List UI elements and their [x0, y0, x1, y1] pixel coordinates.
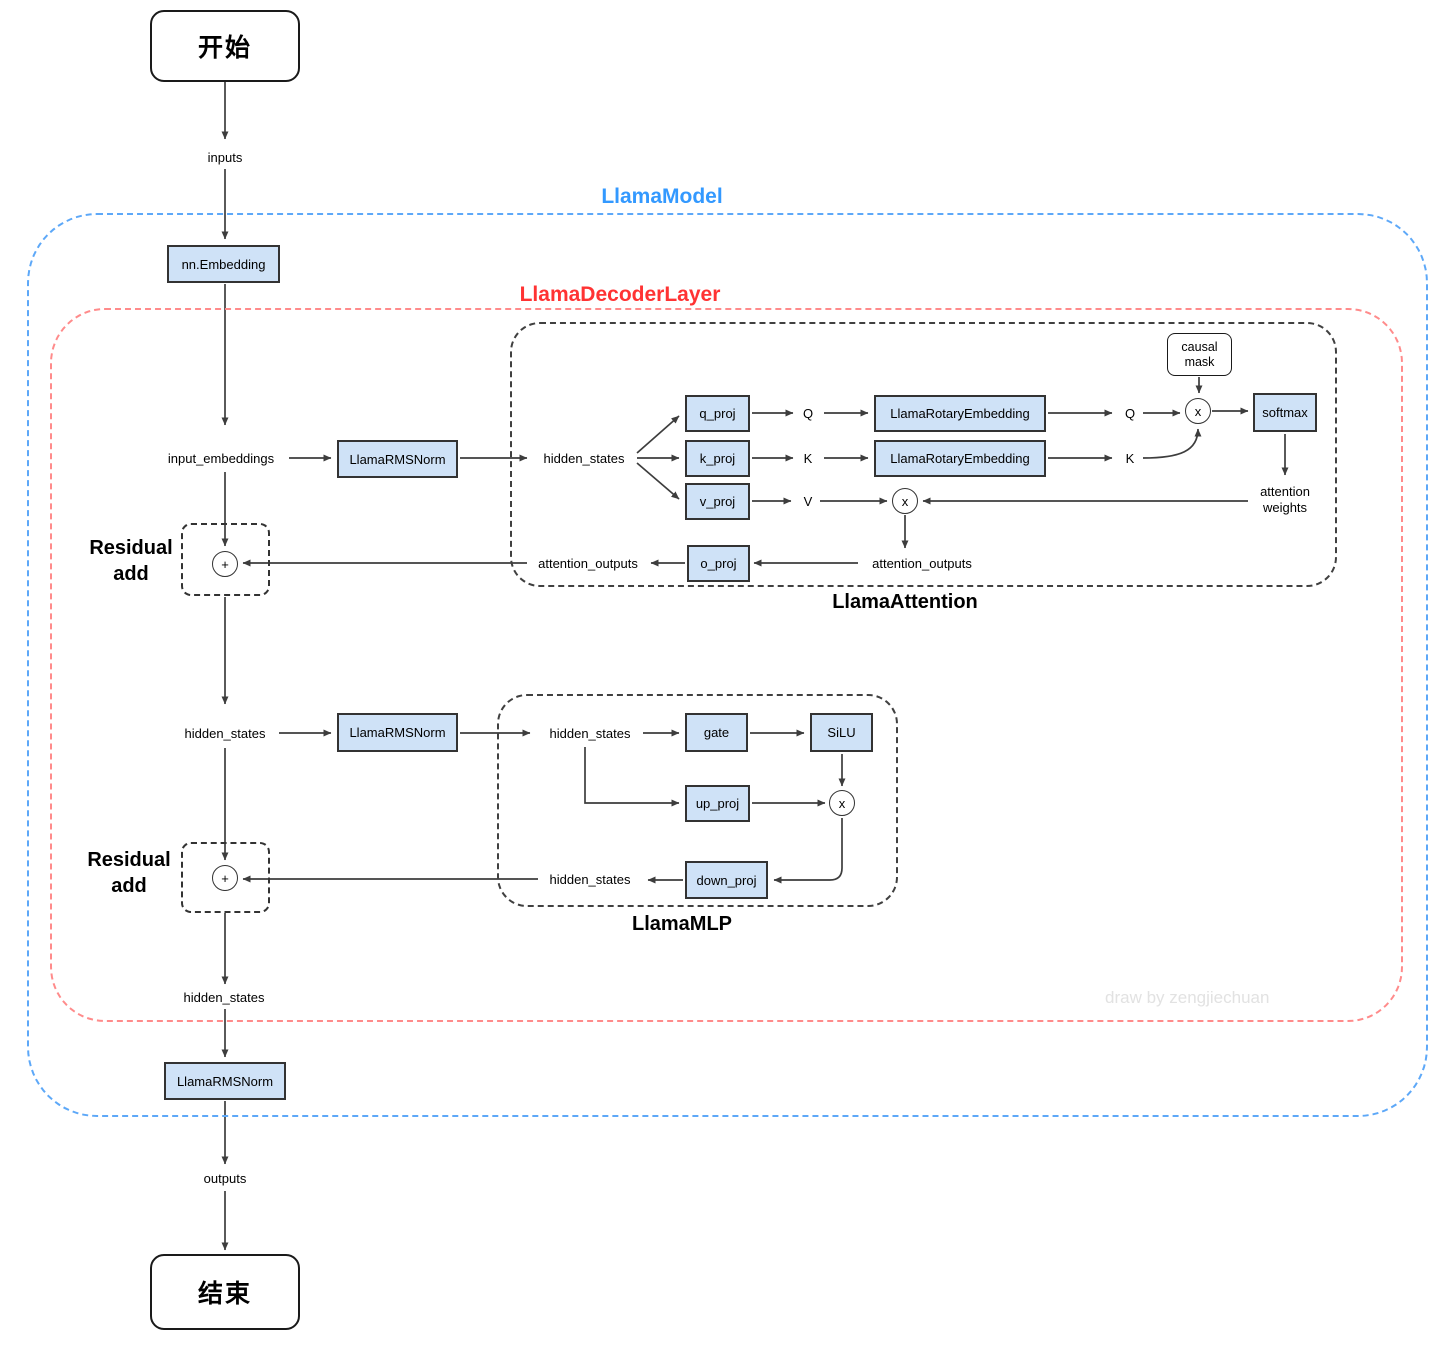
llama-attention-label: LlamaAttention: [832, 591, 978, 613]
hidden-states-label-mid: hidden_states: [184, 726, 266, 741]
llama-mlp-container: [497, 694, 898, 907]
arrow-timesmlp-downproj: [773, 818, 843, 884]
input-embeddings-label: input_embeddings: [167, 451, 275, 466]
outputs-label: outputs: [203, 1171, 247, 1186]
attention-outputs-label-left: attention_outputs: [538, 556, 638, 571]
hidden-states-label-mlp-in: hidden_states: [549, 726, 631, 741]
down-proj-module: down_proj: [685, 861, 768, 899]
gate-module: gate: [685, 713, 748, 752]
v-proj-module: v_proj: [685, 483, 750, 520]
plus-operator-residual-1: +: [212, 551, 238, 577]
q-proj-module: q_proj: [685, 395, 750, 432]
llama-mlp-label: LlamaMLP: [631, 913, 733, 935]
hidden-states-label-mlp-out: hidden_states: [549, 872, 631, 887]
causal-mask-node: causal mask: [1167, 333, 1232, 376]
llama-model-label: LlamaModel: [601, 185, 723, 208]
times-operator-qk: x: [1185, 398, 1211, 424]
k-label: K: [803, 451, 813, 466]
llama-decoder-layer-label: LlamaDecoderLayer: [519, 283, 721, 306]
q-label: Q: [802, 406, 814, 421]
residual-add-label-2: Residual add: [87, 849, 171, 897]
rmsnorm-module-mlp: LlamaRMSNorm: [337, 713, 458, 752]
up-proj-module: up_proj: [685, 785, 750, 822]
hidden-states-label-final: hidden_states: [183, 990, 265, 1005]
end-node: 结束: [150, 1254, 300, 1330]
softmax-module: softmax: [1253, 393, 1317, 432]
arrow-branch-upproj: [584, 747, 680, 807]
attention-weights-label: attention weights: [1260, 484, 1310, 515]
plus-operator-residual-2: +: [212, 865, 238, 891]
k-label-rotated: K: [1125, 451, 1135, 466]
llama-attention-container: [510, 322, 1337, 587]
times-operator-v: x: [892, 488, 918, 514]
hidden-states-label-attention-in: hidden_states: [543, 451, 625, 466]
start-node: 开始: [150, 10, 300, 82]
watermark-text: draw by zengjiechuan: [1105, 988, 1270, 1007]
rotary-embedding-q-module: LlamaRotaryEmbedding: [874, 395, 1046, 432]
arrow-k2-times: [1142, 428, 1202, 459]
llama-model-container: [27, 213, 1428, 1117]
rotary-embedding-k-module: LlamaRotaryEmbedding: [874, 440, 1046, 477]
v-label: V: [803, 494, 813, 509]
arrow-hiddenstates-qproj: [636, 415, 680, 454]
o-proj-module: o_proj: [687, 545, 750, 582]
arrow-hiddenstates-vproj: [636, 462, 680, 500]
rmsnorm-module-final: LlamaRMSNorm: [164, 1062, 286, 1100]
k-proj-module: k_proj: [685, 440, 750, 477]
residual-add-box-2: [181, 842, 270, 913]
times-operator-mlp: x: [829, 790, 855, 816]
attention-outputs-label-right: attention_outputs: [872, 556, 972, 571]
inputs-label: inputs: [207, 150, 243, 165]
q-label-rotated: Q: [1124, 406, 1136, 421]
residual-add-label-1: Residual add: [89, 537, 173, 585]
residual-add-box-1: [181, 523, 270, 596]
silu-module: SiLU: [810, 713, 873, 752]
embedding-module: nn.Embedding: [167, 245, 280, 283]
llama-decoder-layer-container: [50, 308, 1403, 1022]
rmsnorm-module-attention: LlamaRMSNorm: [337, 440, 458, 478]
